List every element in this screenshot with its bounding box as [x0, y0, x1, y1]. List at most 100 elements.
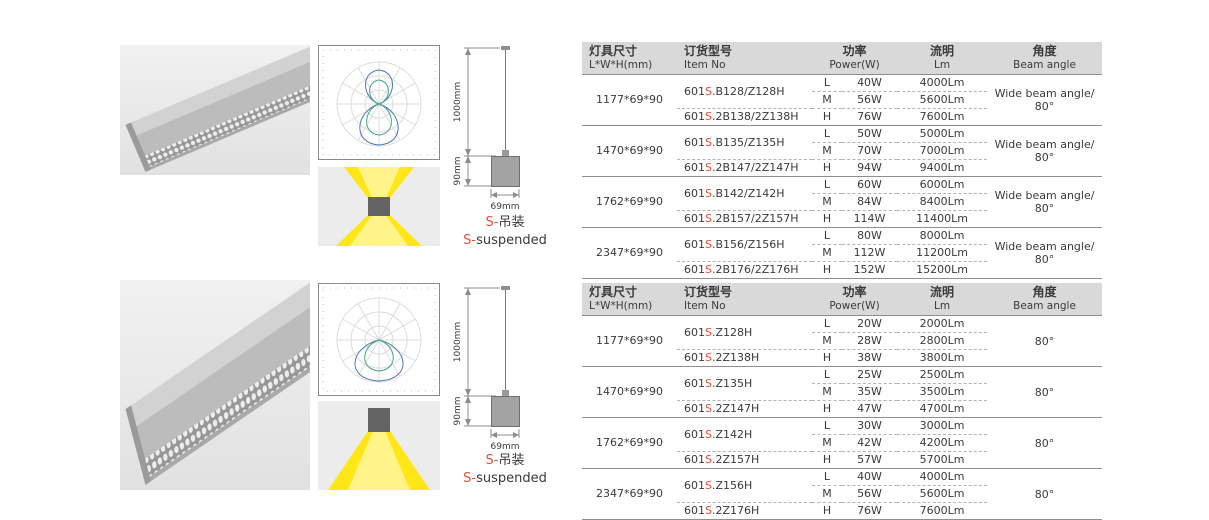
- mode-cell: L: [812, 176, 842, 194]
- header-lumen-cn: 流明: [930, 285, 955, 299]
- lumen-cell: 4000Lm: [897, 468, 988, 486]
- linear-fixture-photo: [120, 263, 358, 490]
- mode-cell: H: [812, 451, 842, 469]
- mode-cell: M: [812, 142, 842, 160]
- lumen-cell: 8000Lm: [897, 227, 988, 245]
- mode-cell: L: [812, 468, 842, 486]
- spec-group: 1762*69*90 601S.Z142H L 30W 3000Lm 80° M…: [582, 417, 1103, 469]
- header-item-cn: 订货型号: [684, 44, 733, 58]
- lumen-cell: 3800Lm: [897, 349, 988, 367]
- suspension-label: S-吊装 S-suspended: [430, 214, 580, 250]
- polar-curve-chart: [318, 45, 440, 160]
- item-no-pre: 601: [684, 478, 705, 492]
- power-cell: 28W: [842, 332, 898, 350]
- power-cell: 94W: [842, 159, 898, 177]
- size-cell: 1470*69*90: [582, 366, 677, 418]
- mode-cell: L: [812, 366, 842, 384]
- item-no-pre: 601: [684, 110, 705, 123]
- lumen-cell: 4700Lm: [897, 400, 988, 418]
- lumen-cell: 3500Lm: [897, 383, 988, 401]
- drop-length-label: 1000mm: [453, 82, 463, 122]
- beam-angle-cell: 80°: [987, 366, 1103, 418]
- spec-row: 2347*69*90 601S.Z156H L 40W 4000Lm 80°: [582, 468, 1103, 520]
- suspension-dimension-diagram: 1000mm 90mm 69mm: [453, 46, 520, 212]
- mode-cell: M: [812, 91, 842, 109]
- item-no-rest: .Z142H: [711, 427, 753, 441]
- power-cell: 47W: [842, 400, 898, 418]
- label-cn-text: 吊装: [498, 215, 525, 230]
- item-no-pre: 601: [684, 402, 705, 415]
- header-size-cn: 灯具尺寸: [589, 44, 638, 58]
- beam-angle-line2: 80°: [1034, 151, 1055, 164]
- size-cell: 1762*69*90: [582, 176, 677, 228]
- header-item-en: Item No: [684, 300, 726, 312]
- suspension-label-cn: S-吊装: [430, 214, 580, 232]
- mode-cell: M: [812, 434, 842, 452]
- mode-cell: M: [812, 332, 842, 350]
- item-no-cell: 601S.Z156H: [677, 468, 812, 503]
- beam-angle-line1: 80°: [1034, 385, 1055, 399]
- mode-cell: M: [812, 244, 842, 262]
- header-lumen-en: Lm: [933, 59, 951, 71]
- suspension-dimension-diagram: 1000mm 90mm 69mm: [453, 286, 520, 452]
- header-power-en: Power(W): [829, 300, 880, 312]
- label-prefix: S-: [485, 453, 499, 468]
- mode-cell: H: [812, 108, 842, 126]
- mode-cell: H: [812, 261, 842, 279]
- spec-group: 1470*69*90 601S.B135/Z135H L 50W 5000Lm …: [582, 125, 1103, 177]
- size-cell: 2347*69*90: [582, 227, 677, 279]
- item-no-rest: .Z156H: [711, 478, 753, 492]
- photometric-diagram: [318, 45, 440, 164]
- power-cell: 60W: [842, 176, 898, 194]
- lumen-cell: 3000Lm: [897, 417, 988, 435]
- item-no-pre: 601: [684, 427, 705, 441]
- lumen-cell: 7600Lm: [897, 108, 988, 126]
- spec-row: M 56W 5600Lm: [582, 91, 1102, 109]
- label-en-text: suspended: [476, 233, 547, 248]
- power-cell: 40W: [842, 468, 898, 486]
- item-no-cell: 601S.Z135H: [677, 366, 812, 401]
- spec-row: M 28W 2800Lm: [582, 332, 1102, 350]
- header-size-en: L*W*H(mm): [589, 300, 653, 312]
- spec-row: 601S.2B138/2Z138H H 76W 7600Lm: [582, 108, 1102, 126]
- lumen-cell: 8400Lm: [897, 193, 988, 211]
- dimension-drawing: 1000mm 90mm 69mm: [452, 44, 557, 216]
- power-cell: 57W: [842, 451, 898, 469]
- header-lumen-cn: 流明: [930, 44, 955, 58]
- beam-angle-cell: 80°: [987, 315, 1103, 367]
- beam-angle-line1: Wide beam angle/: [994, 87, 1095, 100]
- spec-row: M 56W 5600Lm: [582, 485, 1102, 503]
- product-photo-suspended-updown: [120, 35, 358, 175]
- item-no-s: S: [705, 135, 712, 149]
- power-cell: 84W: [842, 193, 898, 211]
- item-no-s: S: [705, 504, 712, 517]
- header-angle-cn: 角度: [1032, 285, 1057, 299]
- item-no-rest: .B128/Z128H: [711, 84, 785, 98]
- photometric-diagram: [318, 283, 440, 400]
- item-no-cell: 601S.2Z176H: [677, 502, 812, 520]
- spec-row: M 42W 4200Lm: [582, 434, 1102, 452]
- item-no-rest: .2B138/2Z138H: [711, 110, 799, 123]
- updown-beam-illustration: [318, 167, 440, 246]
- beam-angle-cell: Wide beam angle/80°: [987, 125, 1103, 177]
- spec-sheet-page: { "accent_color": "#e8503a", "suspension…: [120, 35, 1103, 520]
- item-no-s: S: [705, 351, 712, 364]
- item-no-pre: 601: [684, 263, 705, 276]
- item-no-rest: .Z128H: [711, 325, 753, 339]
- header-angle-en: Beam angle: [1013, 59, 1076, 71]
- spec-group: 2347*69*90 601S.B156/Z156H L 80W 8000Lm …: [582, 227, 1103, 279]
- item-no-rest: .2Z157H: [711, 453, 760, 466]
- item-no-pre: 601: [684, 84, 705, 98]
- beam-angle-line1: Wide beam angle/: [994, 138, 1095, 151]
- power-cell: 76W: [842, 502, 898, 520]
- mode-cell: L: [812, 315, 842, 333]
- item-no-cell: 601S.2Z157H: [677, 451, 812, 469]
- mode-cell: L: [812, 417, 842, 435]
- beam-angle-cell: 80°: [987, 468, 1103, 520]
- size-cell: 1762*69*90: [582, 417, 677, 469]
- spec-row: 1762*69*90 601S.Z142H L 30W 3000Lm 80°: [582, 417, 1103, 469]
